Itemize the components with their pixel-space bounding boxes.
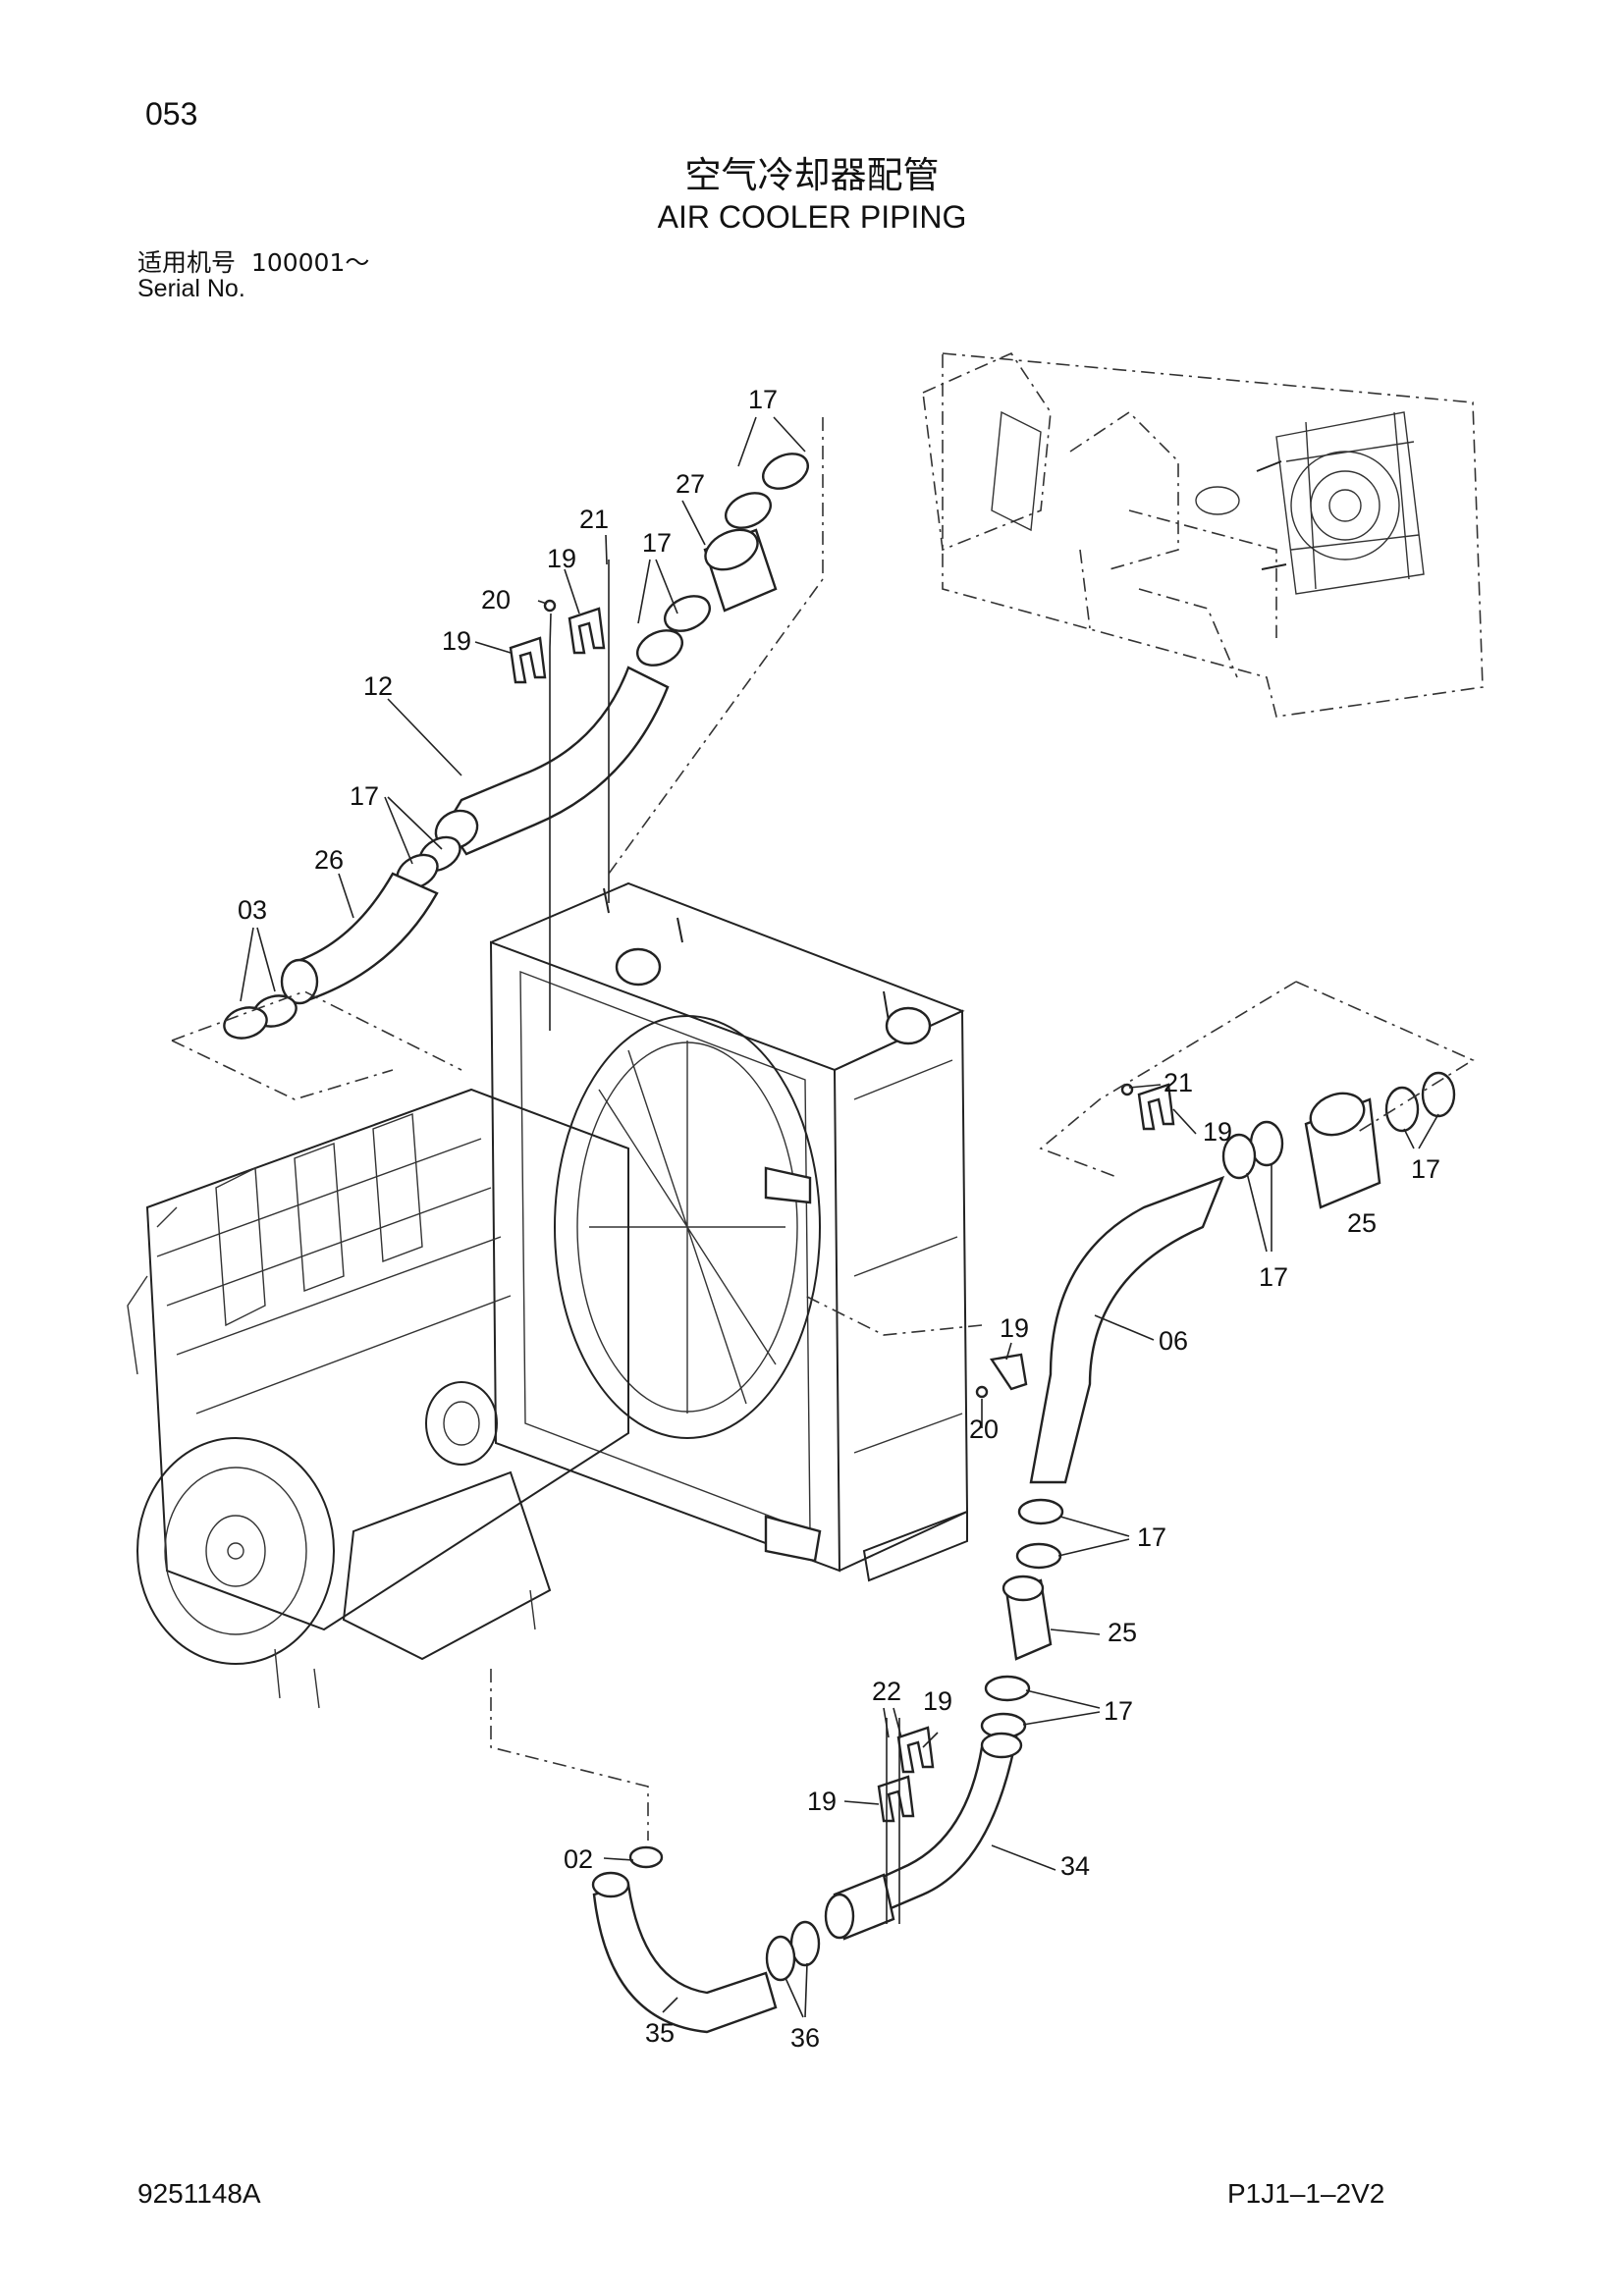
page-title-english: AIR COOLER PIPING [657,199,967,235]
machine-overview-illustration [922,351,1484,718]
document-code: 9251148A [137,2178,261,2209]
serial-range: 适用机号 100001～ [137,250,369,275]
callout-17: 17 [1137,1522,1166,1552]
engine-illustration [127,1088,629,1709]
radiator-assembly-illustration [489,881,969,1582]
callout-22: 22 [872,1677,901,1706]
callout-35: 35 [645,2018,675,2048]
serial-number: 100001～ [250,248,370,277]
callout-12: 12 [363,671,393,701]
callout-17: 17 [1104,1696,1133,1726]
callout-03: 03 [238,895,267,925]
callout-25: 25 [1347,1208,1377,1238]
callout-36: 36 [790,2023,820,2053]
callout-19: 19 [1000,1313,1029,1343]
callout-27: 27 [676,469,705,499]
callout-leader-lines [240,416,1439,2018]
callout-19: 19 [547,544,576,573]
callout-20: 20 [481,585,511,614]
callout-17: 17 [748,385,778,414]
callout-25: 25 [1108,1618,1137,1647]
callout-21: 21 [1164,1068,1193,1097]
callout-34: 34 [1060,1851,1090,1881]
callout-19: 19 [1203,1117,1232,1147]
callout-20: 20 [969,1415,999,1444]
callout-21: 21 [579,505,609,534]
page-number: 053 [145,96,198,132]
lower-pipe-group [591,1718,1023,2034]
callout-26: 26 [314,845,344,875]
callout-17: 17 [350,781,379,811]
serial-label-chinese: 适用机号 [137,248,237,277]
assembly-reference-lines [171,417,1475,1841]
callout-numbers: 17 27 21 17 19 20 19 12 17 26 03 21 19 2… [238,385,1440,2053]
callout-17: 17 [1259,1262,1288,1292]
callout-19: 19 [807,1787,837,1816]
callout-17: 17 [1411,1154,1440,1184]
upper-pipe-group [223,453,809,1040]
callout-19: 19 [923,1686,952,1716]
page-title-chinese: 空气冷却器配管 [684,154,940,196]
right-pipe-group [975,1071,1456,1739]
callout-02: 02 [564,1844,593,1874]
callout-17: 17 [642,528,672,558]
serial-label-english: Serial No. [137,275,245,302]
callout-19: 19 [442,626,471,656]
callout-06: 06 [1159,1326,1188,1356]
page-code: P1J1–1–2V2 [1227,2178,1385,2209]
